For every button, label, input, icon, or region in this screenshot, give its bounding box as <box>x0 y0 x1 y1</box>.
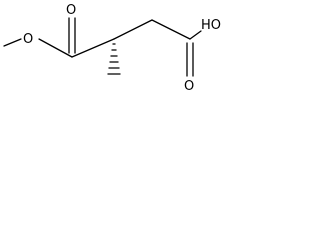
bond-ch2-acid-carbon <box>151 19 191 40</box>
bond-acid-carbon-oh <box>189 30 202 40</box>
ester-carbonyl-oxygen-label: O <box>66 3 76 18</box>
bond-chiral-ch2 <box>113 19 153 40</box>
acid-hydroxyl-label: HO <box>201 18 221 33</box>
ester-oxygen-label: O <box>23 32 33 47</box>
structure-diagram: O O O HO <box>3 3 221 94</box>
acid-carbonyl-oxygen-label: O <box>184 79 194 94</box>
bond-methyl-o <box>3 38 22 47</box>
bond-ester-carbon-chiral <box>71 38 115 58</box>
bond-o-ester-carbon <box>38 38 73 58</box>
